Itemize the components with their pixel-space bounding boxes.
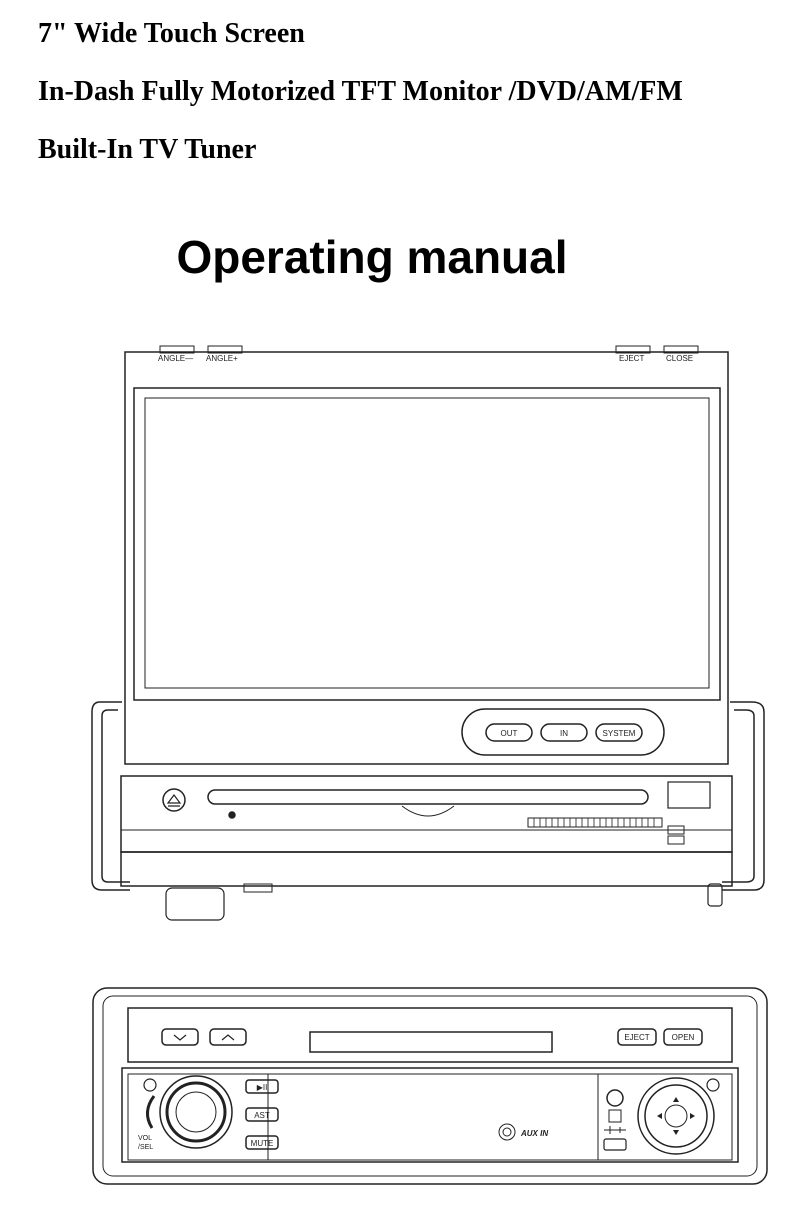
sel-label: /SEL (138, 1144, 153, 1151)
system-button-label: SYSTEM (603, 729, 636, 738)
document-title: Operating manual (176, 231, 568, 283)
out-button (485, 723, 533, 742)
closed-eject-label: EJECT (624, 1033, 649, 1042)
in-button-label: IN (560, 729, 568, 738)
vol-label: VOL (138, 1135, 152, 1142)
system-button (595, 723, 643, 742)
product-title-line-2: In-Dash Fully Motorized TFT Monitor /DVD… (38, 76, 683, 107)
angle-plus-label: ANGLE+ (206, 354, 238, 363)
closed-open-label: OPEN (672, 1033, 695, 1042)
close-label: CLOSE (666, 354, 693, 363)
product-title-line-3: Built-In TV Tuner (38, 134, 257, 165)
product-title-line-1: 7" Wide Touch Screen (38, 18, 305, 49)
mute-label: MUTE (251, 1139, 274, 1148)
aux-in-label: AUX IN (520, 1129, 548, 1138)
out-button-label: OUT (501, 729, 518, 738)
angle-minus-label: ANGLE— (158, 354, 193, 363)
eject-label: EJECT (619, 354, 644, 363)
in-button (540, 723, 588, 742)
ast-label: AST (254, 1111, 270, 1120)
play-pause-label: ▶II (257, 1083, 268, 1092)
